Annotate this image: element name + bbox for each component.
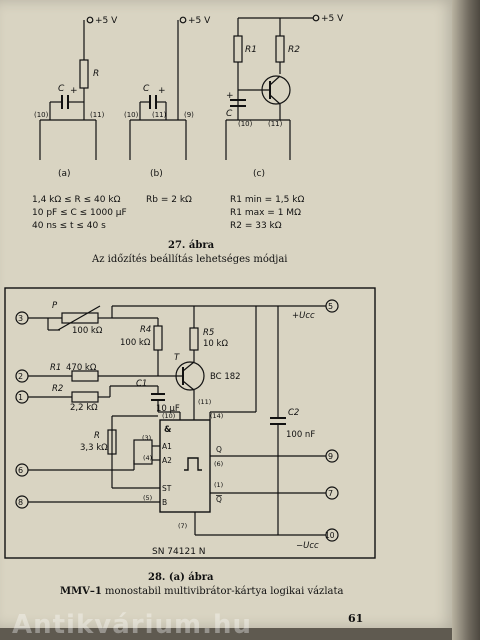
figure-28-number: 28. (a) ábra (148, 572, 214, 583)
sub-label-c: (c) (253, 169, 265, 179)
terminal-5-label: 5 (328, 302, 333, 311)
terminal-7-label: 7 (328, 489, 333, 498)
capacitor-c-label-a: C (58, 84, 65, 94)
pin-11-b: (11) (152, 111, 167, 119)
ic-st: ST (162, 484, 172, 493)
ic-a1: A1 (162, 442, 172, 451)
pin-6: (6) (214, 460, 223, 468)
figure-28-caption-title: MMV–1 (60, 586, 102, 597)
resistor-r2-label: R2 (288, 45, 300, 55)
r1-label: R1 (50, 363, 61, 373)
terminal-3-label: 3 (18, 314, 23, 323)
circuit-c (225, 14, 320, 160)
terminal-2-label: 2 (18, 372, 23, 381)
capacitor-c-label-c: C (226, 109, 233, 119)
pin-14: (14) (210, 412, 223, 420)
ic-q: Q (216, 445, 222, 454)
pin-10: (10) (162, 412, 175, 420)
ic-qbar: Q (216, 495, 222, 504)
book-page (0, 0, 456, 628)
figure-27-caption: Az időzítés beállítás lehetséges módjai (92, 254, 288, 265)
spec-c-line1: R1 min = 1,5 kΩ (230, 195, 304, 205)
resistor-r-label: R (93, 69, 99, 79)
r5-label: R5 (203, 328, 214, 338)
chip-label: SN 74121 N (152, 547, 206, 557)
circuit-a (39, 16, 97, 160)
sub-label-a: (a) (58, 169, 71, 179)
c1-value: 10 µF (156, 404, 180, 414)
r-label: R (94, 431, 100, 441)
pot-p-label: P (52, 301, 58, 311)
figure-27-number: 27. ábra (168, 240, 215, 251)
spec-a-line2: 10 pF ≤ C ≤ 1000 µF (32, 208, 127, 218)
plus-sign-c: + (226, 91, 234, 101)
terminal-6-label: 6 (18, 466, 23, 475)
plus-sign-b: + (158, 86, 166, 96)
r4-value: 100 kΩ (120, 338, 151, 348)
r2-value: 2,2 kΩ (70, 403, 98, 413)
board-outline (4, 287, 376, 559)
r1-value: 470 kΩ (66, 363, 97, 373)
pin-7: (7) (178, 522, 187, 530)
pin-3: (3) (142, 434, 151, 442)
spec-a-line3: 40 ns ≤ t ≤ 40 s (32, 221, 106, 231)
pin-10-a: (10) (34, 111, 49, 119)
c1-label: C1 (136, 379, 147, 389)
r2-label: R2 (52, 384, 63, 394)
figure-27 (39, 14, 320, 160)
transistor-type: BC 182 (210, 372, 241, 382)
figure-28-caption: MMV–1 monostabil multivibrátor-kártya lo… (60, 586, 343, 597)
ic-body (159, 419, 211, 513)
pin-1: (1) (214, 481, 223, 489)
book-spine (452, 0, 480, 640)
spec-c-line2: R1 max = 1 MΩ (230, 208, 301, 218)
ic-a2: A2 (162, 456, 172, 465)
pin-4: (4) (143, 454, 152, 462)
pin-11-a: (11) (90, 111, 105, 119)
r5-value: 10 kΩ (203, 339, 228, 349)
pot-p-value: 100 kΩ (72, 326, 103, 336)
supply-label-a: +5 V (95, 16, 118, 26)
page-number: 61 (348, 612, 364, 625)
figure-28-caption-text: monostabil multivibrátor-kártya logikai … (101, 586, 344, 597)
r4-label: R4 (140, 325, 151, 335)
pin-10-c: (10) (238, 120, 253, 128)
vcc-plus-label: +Ucc (292, 311, 315, 321)
supply-label-b: +5 V (188, 16, 211, 26)
transistor-t-label: T (174, 353, 180, 363)
terminal-9-label: 9 (328, 452, 333, 461)
watermark: Antikvárium.hu (12, 610, 252, 640)
ic-and-symbol: & (164, 425, 172, 435)
terminal-8-label: 8 (18, 498, 23, 507)
figure-28 (4, 287, 376, 559)
supply-label-c: +5 V (321, 14, 344, 24)
pin-10-b: (10) (124, 111, 139, 119)
c2-label: C2 (288, 408, 299, 418)
pin-9-b: (9) (184, 111, 194, 119)
sub-label-b: (b) (150, 169, 163, 179)
terminal-1-label: 1 (18, 393, 23, 402)
capacitor-c-label-b: C (143, 84, 150, 94)
r-value: 3,3 kΩ (80, 443, 108, 453)
spec-c-line3: R2 = 33 kΩ (230, 221, 282, 231)
plus-sign-a: + (70, 86, 78, 96)
vcc-minus-label: −Ucc (296, 541, 319, 551)
ic-b: B (162, 498, 167, 507)
pin-5: (5) (143, 494, 152, 502)
spec-a-line1: 1,4 kΩ ≤ R ≤ 40 kΩ (32, 195, 121, 205)
pin-11: (11) (198, 398, 211, 406)
spec-b: Rb = 2 kΩ (146, 195, 192, 205)
c2-value: 100 nF (286, 430, 315, 440)
circuit-b (129, 16, 187, 160)
pin-11-c: (11) (268, 120, 283, 128)
resistor-r1-label: R1 (245, 45, 257, 55)
terminal-10-label: 10 (325, 531, 335, 540)
